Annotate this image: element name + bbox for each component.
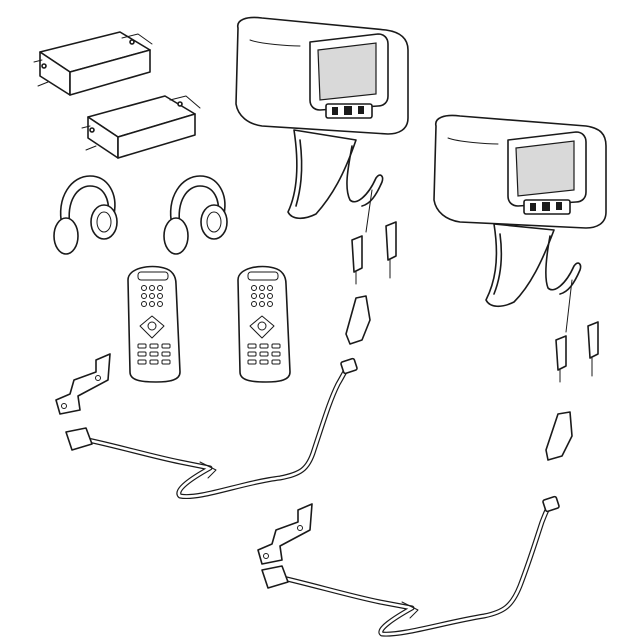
connector-set-right [545,279,599,461]
headrest-monitor-left [235,16,409,220]
remote-control-2 [237,265,291,383]
mounting-bracket-left [55,353,111,415]
wireless-headphones-2 [163,175,228,255]
mounting-bracket-right [257,503,313,565]
wiring-harness-left [65,357,358,500]
wiring-harness-right [261,495,560,637]
headrest-monitor-right [433,114,607,308]
dvd-player-module-2 [81,95,201,159]
remote-control-1 [127,265,181,383]
connector-set-left [345,189,397,345]
dvd-player-module-1 [33,31,153,96]
wireless-headphones-1 [53,175,118,255]
